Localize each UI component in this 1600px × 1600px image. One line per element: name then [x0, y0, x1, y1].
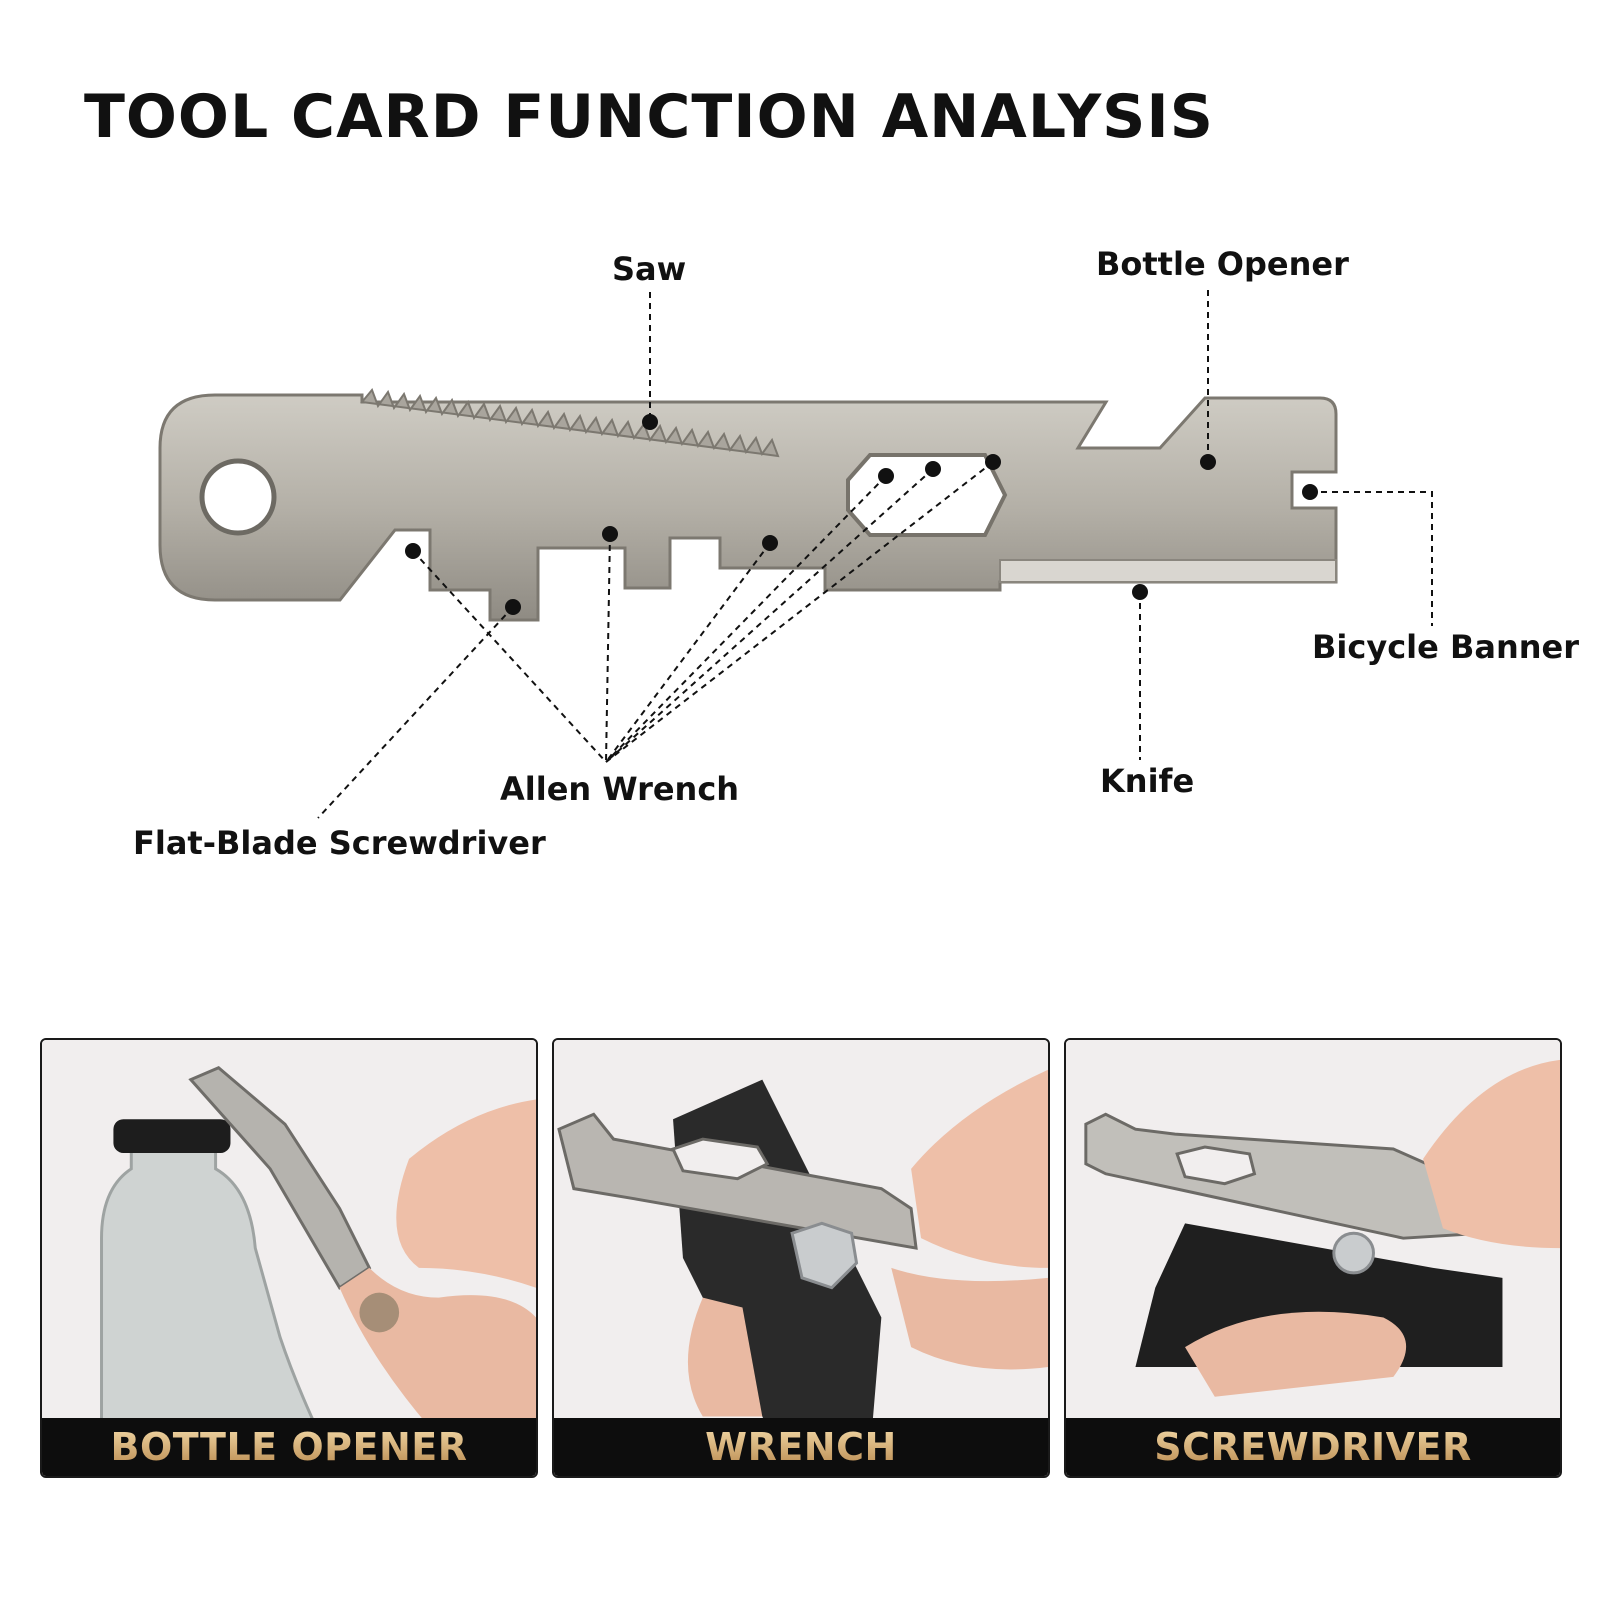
- callout-bicycle-banner: Bicycle Banner: [1312, 628, 1579, 666]
- tool-card-diagram: [158, 290, 1433, 819]
- bottle-cap-icon: [113, 1119, 231, 1153]
- callout-leaders: [317, 290, 1433, 819]
- saw-teeth: [360, 388, 780, 458]
- callout-knife: Knife: [1100, 762, 1195, 800]
- tool-card-body: [158, 393, 1338, 622]
- panel-bottle-opener: BOTTLE OPENER: [40, 1038, 538, 1478]
- screwdriver-photo: [1066, 1040, 1560, 1476]
- bottle-opener-photo: [42, 1040, 536, 1476]
- hand-icon: [1423, 1059, 1560, 1249]
- hand-icon: [911, 1069, 1048, 1268]
- panel-wrench: WRENCH: [552, 1038, 1050, 1478]
- panel-caption-bottle-opener: BOTTLE OPENER: [42, 1418, 536, 1476]
- callout-markers: [405, 414, 1318, 615]
- keyring-hole-icon: [199, 458, 277, 536]
- screw-icon: [1332, 1231, 1375, 1275]
- bolt-icon: [790, 1221, 859, 1290]
- page-title: TOOL CARD FUNCTION ANALYSIS: [84, 82, 1214, 152]
- panel-screwdriver: SCREWDRIVER: [1064, 1038, 1562, 1478]
- panel-caption-screwdriver: SCREWDRIVER: [1066, 1418, 1560, 1476]
- knife-edge: [999, 559, 1337, 583]
- callout-flat-blade-screwdriver: Flat-Blade Screwdriver: [133, 824, 546, 862]
- callout-allen-wrench: Allen Wrench: [500, 770, 740, 808]
- tool-card-image: [158, 388, 1338, 622]
- callout-saw: Saw: [612, 250, 687, 288]
- panel-caption-wrench: WRENCH: [554, 1418, 1048, 1476]
- callout-bottle-opener: Bottle Opener: [1096, 245, 1349, 283]
- wrench-photo: [554, 1040, 1048, 1476]
